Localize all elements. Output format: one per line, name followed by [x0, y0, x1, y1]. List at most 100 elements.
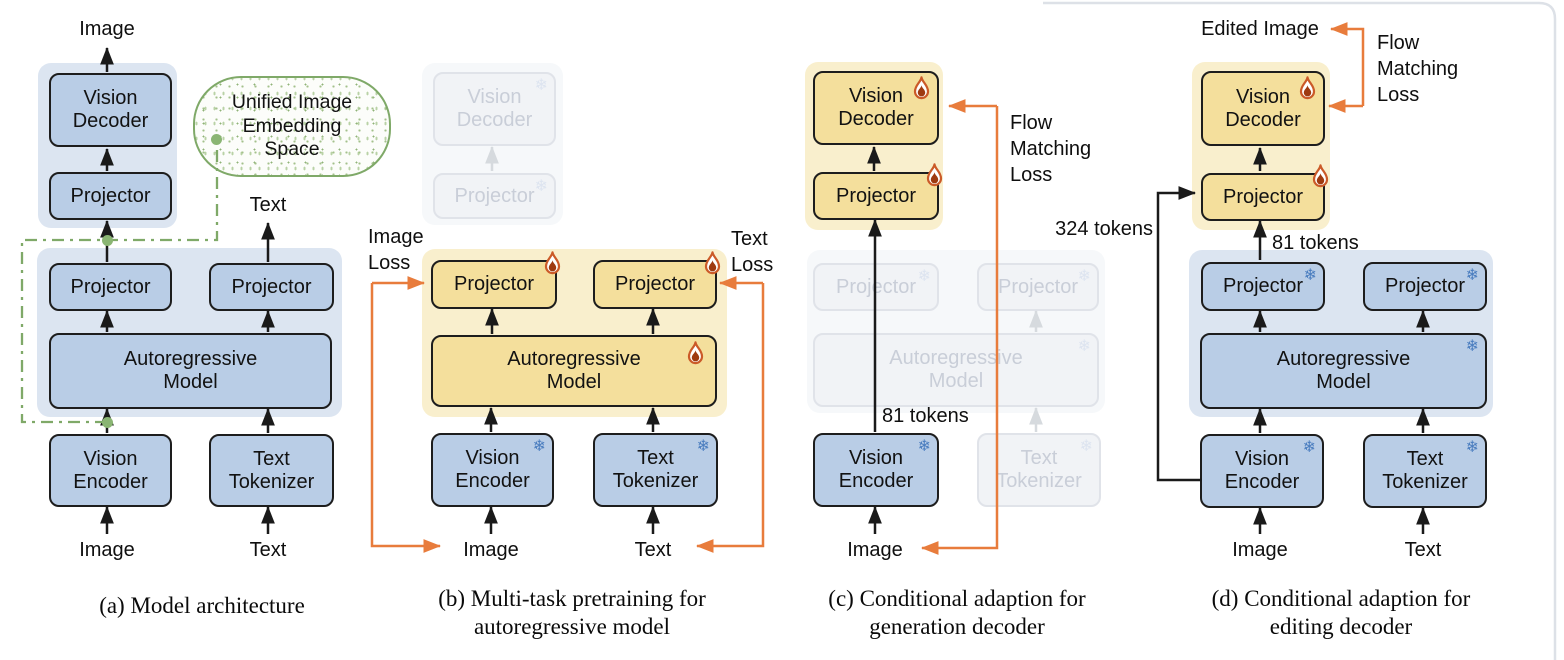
snowflake-icon: ❄	[1077, 336, 1091, 355]
panel-c-vision-decoder-box: Vision Decoder	[813, 71, 939, 145]
box-label: Projector	[231, 275, 312, 298]
panel-c-autoregressive-model-box: Autoregressive Model ❄	[813, 333, 1099, 407]
snowflake-icon: ❄	[696, 436, 710, 455]
panel-a-text-tokenizer-box: Text Tokenizer	[209, 434, 334, 507]
panel-b-text-input-label: Text	[634, 539, 672, 561]
panel-a-projector-decoder-box: Projector	[49, 172, 172, 220]
snowflake-icon: ❄	[1077, 266, 1091, 285]
panel-a-autoregressive-model-box: Autoregressive Model	[49, 333, 332, 409]
box-label: Autoregressive Model	[123, 348, 258, 393]
box-label: Projector	[454, 184, 535, 207]
box-label: Projector	[614, 273, 696, 296]
flow-matching-loss-label: Flow Matching Loss	[1377, 32, 1459, 106]
box-label: Vision Encoder	[73, 447, 148, 493]
panel-d-projector-decoder-box: Projector	[1201, 164, 1329, 221]
panel-a-caption: (a) Model architecture	[99, 593, 305, 618]
panel-c-text-tokenizer-box: Text Tokenizer ❄	[977, 433, 1101, 507]
embedding-junction-dot	[102, 417, 113, 428]
panel-d-text-input-label: Text	[1404, 539, 1442, 561]
box-label: Text Tokenizer	[996, 447, 1082, 492]
panel-b-autoregressive-model-box: Autoregressive Model	[431, 335, 717, 407]
snowflake-icon: ❄	[917, 266, 931, 285]
box-label: Projector	[997, 275, 1079, 298]
box-label: Vision Decoder	[456, 86, 533, 131]
box-label: Projector	[835, 184, 917, 207]
snowflake-icon: ❄	[1465, 265, 1479, 284]
panel-b-caption: (b) Multi-task pretraining for autoregre…	[438, 586, 706, 640]
panel-d-text-tokenizer-box: Text Tokenizer ❄	[1363, 434, 1487, 508]
text-loss-label: Text Loss	[731, 228, 774, 276]
panel-b-vision-encoder-box: Vision Encoder ❄	[431, 433, 554, 507]
image-loss-label: Image Loss	[368, 226, 424, 274]
panel-c-projector-decoder-box: Projector	[813, 163, 943, 220]
panel-b-projector-decoder-box: Projector ❄	[433, 173, 556, 219]
snowflake-icon: ❄	[532, 436, 546, 455]
panel-d-projector-image-box: Projector ❄	[1201, 262, 1325, 311]
panel-a-projector-image-box: Projector	[49, 263, 172, 311]
flow-matching-loss-label: Flow Matching Loss	[1010, 112, 1092, 186]
panel-c-projector-text-box: Projector ❄	[977, 263, 1099, 311]
panel-d-image-input-label: Image	[1232, 539, 1288, 561]
panel-a-image-output-label: Image	[79, 18, 135, 40]
panel-a-projector-text-box: Projector	[209, 263, 334, 311]
snowflake-icon: ❄	[1465, 437, 1479, 456]
panel-d-caption: (d) Conditional adaption for editing dec…	[1211, 586, 1471, 640]
snowflake-icon: ❄	[1302, 437, 1316, 456]
panel-b-projector-text-box: Projector	[593, 251, 721, 309]
embedding-junction-dot	[211, 134, 222, 145]
flame-icon	[923, 163, 946, 189]
flame-icon	[910, 76, 933, 102]
box-label: Projector	[1222, 275, 1304, 298]
unified-image-embedding-space: Unified Image Embedding Space	[193, 76, 391, 177]
flame-icon	[701, 251, 724, 277]
snowflake-icon: ❄	[534, 176, 548, 195]
box-label: Vision Encoder	[455, 447, 530, 492]
panel-a-vision-decoder-box: Vision Decoder	[49, 73, 172, 147]
panel-a-text-input-label: Text	[249, 539, 287, 561]
flame-icon	[684, 341, 707, 367]
box-label: Autoregressive Model	[889, 347, 1023, 392]
snowflake-icon: ❄	[1465, 336, 1479, 355]
panel-b-image-input-label: Image	[463, 539, 519, 561]
box-label: Vision Encoder	[838, 447, 914, 492]
embedding-junction-dot	[102, 235, 113, 246]
flame-icon	[1296, 76, 1319, 102]
box-label: Text Tokenizer	[612, 447, 699, 492]
tokens-81-label: 81 tokens	[1272, 232, 1359, 254]
box-label: Vision Decoder	[838, 85, 914, 130]
panel-c-vision-encoder-box: Vision Encoder ❄	[813, 433, 939, 507]
box-label: Vision Encoder	[1224, 448, 1300, 493]
box-label: Text Tokenizer	[1382, 448, 1468, 493]
embedding-space-label: Unified Image Embedding Space	[231, 91, 353, 161]
panel-d-vision-decoder-box: Vision Decoder	[1201, 71, 1325, 146]
snowflake-icon: ❄	[1303, 265, 1317, 284]
panel-c-caption: (c) Conditional adaption for generation …	[828, 586, 1086, 640]
panel-d-vision-encoder-box: Vision Encoder ❄	[1200, 434, 1324, 508]
box-label: Text Tokenizer	[228, 447, 315, 493]
snowflake-icon: ❄	[534, 75, 548, 94]
box-label: Projector	[70, 275, 151, 298]
panel-b-projector-image-box: Projector	[431, 251, 561, 309]
panel-c-projector-image-box: Projector ❄	[813, 263, 939, 311]
flame-icon	[541, 251, 564, 277]
box-label: Projector	[70, 184, 151, 207]
panel-b-vision-decoder-box: Vision Decoder ❄	[433, 72, 556, 146]
panel-d-autoregressive-model-box: Autoregressive Model ❄	[1200, 333, 1487, 409]
panel-d-projector-text-box: Projector ❄	[1363, 262, 1487, 311]
box-label: Autoregressive Model	[1276, 348, 1411, 393]
box-label: Projector	[835, 275, 917, 298]
tokens-81-label: 81 tokens	[882, 405, 969, 427]
tokens-324-label: 324 tokens	[1055, 218, 1153, 240]
box-label: Vision Decoder	[72, 87, 149, 132]
box-label: Autoregressive Model	[507, 348, 641, 393]
panel-c-image-input-label: Image	[847, 539, 903, 561]
edited-image-label: Edited Image	[1201, 18, 1319, 40]
snowflake-icon: ❄	[1079, 436, 1093, 455]
flame-icon	[1309, 164, 1332, 190]
panel-a-image-input-label: Image	[79, 539, 135, 561]
snowflake-icon: ❄	[917, 436, 931, 455]
panel-a-text-output-label: Text	[249, 194, 287, 216]
box-label: Projector	[453, 273, 535, 296]
box-label: Projector	[1384, 275, 1466, 298]
